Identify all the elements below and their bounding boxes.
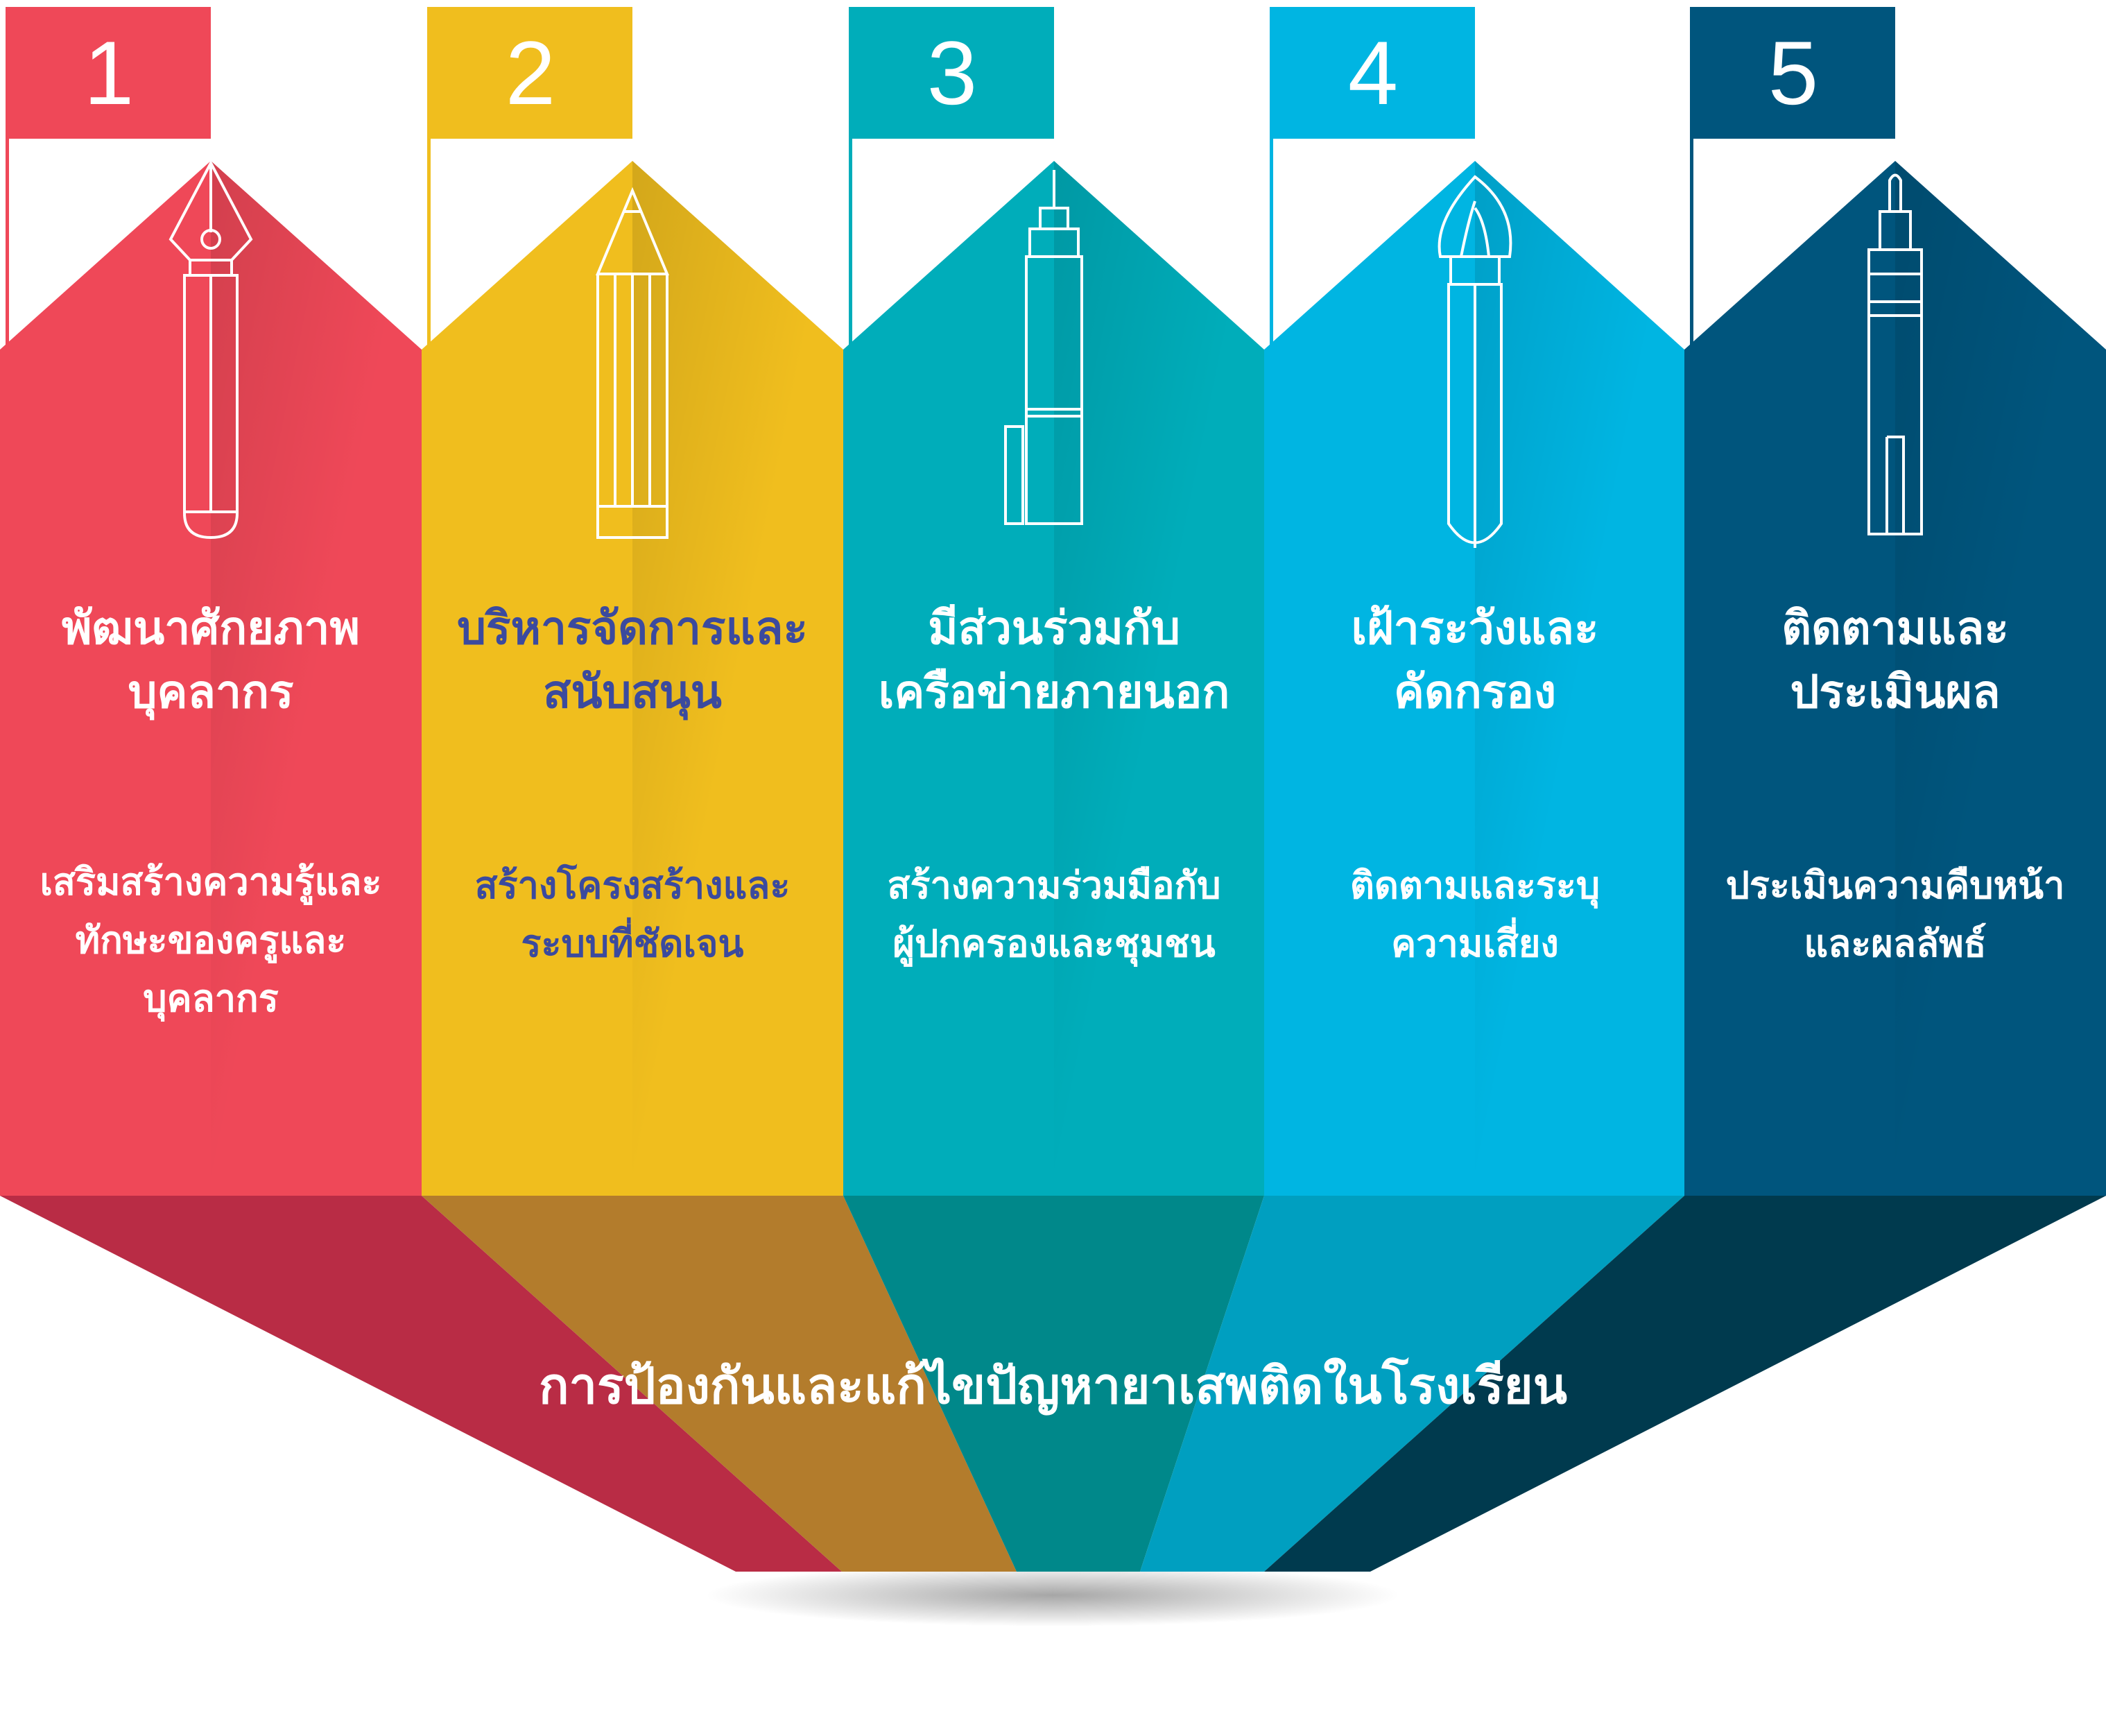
step-column-1 bbox=[0, 7, 422, 1196]
step-heading: เฝ้าระวังและคัดกรอง bbox=[1267, 596, 1683, 724]
step-description-line: บุคลากร bbox=[143, 977, 279, 1020]
step-number: 4 bbox=[1347, 22, 1399, 123]
step-heading-line: เครือข่ายภายนอก bbox=[878, 665, 1230, 719]
flag bbox=[7, 7, 211, 139]
funnel-segment-2 bbox=[422, 1196, 1017, 1572]
step-heading-line: เฝ้าระวังและ bbox=[1351, 601, 1599, 655]
step-number: 1 bbox=[83, 22, 135, 123]
flag bbox=[1271, 7, 1475, 139]
base-shadow bbox=[706, 1564, 1399, 1626]
step-number: 2 bbox=[505, 22, 556, 123]
step-description-line: เสริมสร้างความรู้และ bbox=[40, 860, 382, 904]
flag-pole bbox=[6, 7, 9, 347]
funnel-segment-3 bbox=[843, 1196, 1264, 1572]
flag bbox=[1691, 7, 1895, 139]
step-column-4 bbox=[1264, 7, 1684, 1196]
step-description-line: ระบบที่ชัดเจน bbox=[521, 922, 744, 965]
step-description-line: สร้างโครงสร้างและ bbox=[474, 863, 791, 907]
funnel-segment-4 bbox=[1140, 1196, 1684, 1572]
step-heading-line: คัดกรอง bbox=[1393, 665, 1557, 719]
flag-pole bbox=[849, 7, 852, 347]
step-column-5 bbox=[1684, 7, 2106, 1196]
step-heading: พัฒนาศักยภาพบุคลากร bbox=[3, 596, 419, 724]
step-description: สร้างโครงสร้างและระบบที่ชัดเจน bbox=[424, 857, 840, 973]
step-heading: ติดตามและประเมินผล bbox=[1687, 596, 2103, 724]
step-heading-line: ประเมินผล bbox=[1790, 665, 2001, 719]
paintbrush-icon bbox=[1438, 175, 1512, 548]
step-column-2 bbox=[422, 7, 843, 1196]
step-heading-line: บุคลากร bbox=[128, 665, 294, 719]
step-description: ประเมินความคืบหน้าและผลลัพธ์ bbox=[1687, 857, 2103, 973]
step-description: ติดตามและระบุความเสี่ยง bbox=[1267, 857, 1683, 973]
step-number: 3 bbox=[926, 22, 978, 123]
step-description-line: และผลลัพธ์ bbox=[1804, 922, 1987, 965]
main-title: การป้องกันและแก้ไขปัญหายาเสพติดในโรงเรีย… bbox=[539, 1357, 1567, 1415]
funnel-segment-5 bbox=[1264, 1196, 2106, 1572]
step-description-line: ทักษะของครูและ bbox=[75, 918, 347, 962]
step-heading: บริหารจัดการและสนับสนุน bbox=[424, 596, 840, 724]
step-description-line: ผู้ปกครองและชุมชน bbox=[892, 922, 1216, 965]
flag bbox=[429, 7, 632, 139]
step-heading-line: พัฒนาศักยภาพ bbox=[62, 601, 360, 655]
step-heading-line: สนับสนุน bbox=[543, 665, 722, 719]
ink-pen-icon bbox=[1867, 173, 1923, 535]
fountain-pen-icon bbox=[169, 160, 253, 540]
step-description-line: สร้างความร่วมมือกับ bbox=[887, 863, 1221, 907]
step-column-3 bbox=[843, 7, 1264, 1196]
step-heading: มีส่วนร่วมกับเครือข่ายภายนอก bbox=[846, 596, 1262, 724]
step-description-line: ประเมินความคืบหน้า bbox=[1725, 863, 2065, 907]
step-heading-line: บริหารจัดการและ bbox=[457, 601, 808, 655]
funnel-segment-1 bbox=[0, 1196, 842, 1572]
step-description-line: ความเสี่ยง bbox=[1391, 922, 1559, 965]
flag-pole bbox=[1270, 7, 1273, 347]
marker-icon bbox=[1004, 170, 1083, 525]
step-description: สร้างความร่วมมือกับผู้ปกครองและชุมชน bbox=[846, 857, 1262, 973]
step-heading-line: มีส่วนร่วมกับ bbox=[928, 601, 1180, 655]
pencil-icon bbox=[596, 187, 669, 539]
flag-pole bbox=[427, 7, 431, 347]
flag bbox=[850, 7, 1054, 139]
step-heading-line: ติดตามและ bbox=[1781, 601, 2009, 655]
step-description: เสริมสร้างความรู้และทักษะของครูและบุคลาก… bbox=[3, 853, 419, 1028]
step-number: 5 bbox=[1768, 22, 1819, 123]
flag-pole bbox=[1690, 7, 1693, 347]
step-description-line: ติดตามและระบุ bbox=[1349, 863, 1600, 907]
